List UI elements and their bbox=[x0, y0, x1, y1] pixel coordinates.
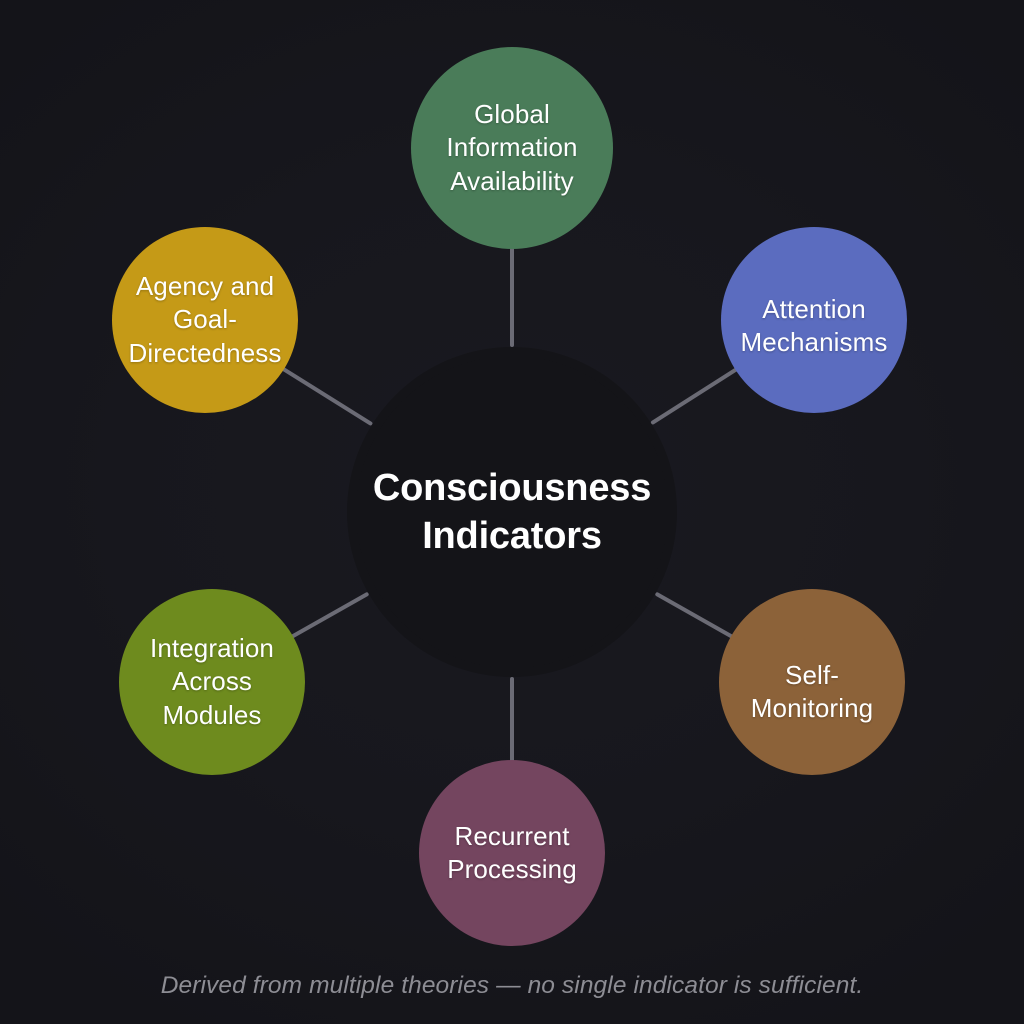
connector-self-monitoring bbox=[655, 592, 734, 639]
center-hub[interactable]: Consciousness Indicators bbox=[347, 347, 677, 677]
node-attention-mechanisms[interactable]: Attention Mechanisms bbox=[721, 227, 907, 413]
connector-agency-and-goal-directedness bbox=[281, 366, 373, 426]
node-label: Self- Monitoring bbox=[750, 659, 874, 723]
connector-attention-mechanisms bbox=[650, 367, 739, 425]
node-label: Global Information Availability bbox=[446, 99, 578, 196]
node-label: Agency and Goal- Directedness bbox=[128, 271, 282, 368]
node-integration-across-modules[interactable]: Integration Across Modules bbox=[119, 589, 305, 775]
connector-integration-across-modules bbox=[290, 592, 369, 639]
node-label: Attention Mechanisms bbox=[740, 293, 888, 357]
node-label: Integration Across Modules bbox=[150, 633, 274, 730]
node-global-information-availability[interactable]: Global Information Availability bbox=[411, 47, 613, 249]
node-agency-and-goal-directedness[interactable]: Agency and Goal- Directedness bbox=[112, 227, 298, 413]
node-self-monitoring[interactable]: Self- Monitoring bbox=[719, 589, 905, 775]
diagram-caption: Derived from multiple theories — no sing… bbox=[160, 972, 864, 999]
center-title: Consciousness Indicators bbox=[372, 466, 652, 557]
node-label: Recurrent Processing bbox=[447, 820, 577, 884]
node-recurrent-processing[interactable]: Recurrent Processing bbox=[419, 760, 605, 946]
